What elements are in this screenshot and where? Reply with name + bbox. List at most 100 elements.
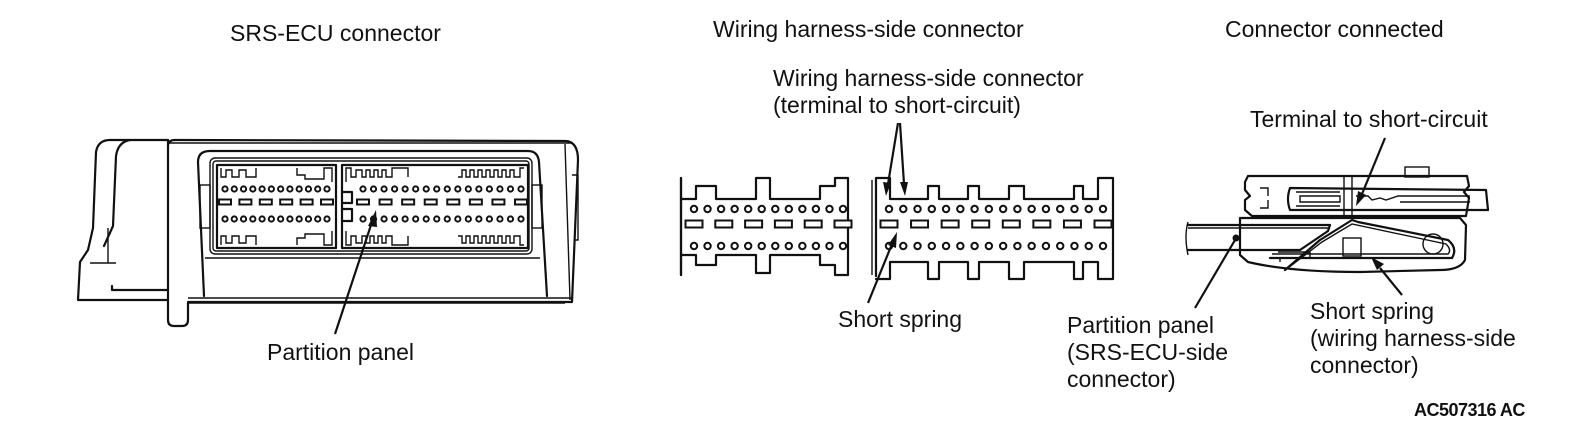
- flat-terminal: [238, 198, 253, 206]
- flat-terminal: [744, 219, 764, 229]
- short-spring-label: Short spring: [838, 306, 963, 332]
- round-pin-top: [295, 185, 303, 193]
- flat-terminal: [773, 219, 793, 229]
- round-pin-top: [838, 204, 848, 214]
- round-pin-top: [433, 185, 441, 193]
- round-pin-top: [998, 204, 1008, 214]
- ecu-partition-panel: [340, 190, 354, 223]
- round-pin-bottom: [1041, 241, 1051, 251]
- round-pin-bottom: [689, 241, 699, 251]
- round-pin-bottom: [998, 241, 1008, 251]
- round-pin-top: [798, 204, 807, 214]
- round-pin-top: [401, 185, 409, 193]
- round-pin-bottom: [391, 215, 399, 223]
- round-pin-top: [1027, 204, 1036, 214]
- round-pin-bottom: [267, 215, 275, 223]
- round-pin-top: [286, 185, 294, 193]
- round-pin-top: [249, 185, 257, 193]
- harness-right-connector: [871, 176, 1115, 281]
- srs-ecu-connector-title: SRS-ECU connector: [230, 20, 441, 46]
- round-pin-bottom: [443, 215, 451, 223]
- round-pin-bottom: [380, 215, 388, 223]
- ecu-housing-outline: [76, 138, 170, 302]
- round-pin-bottom: [295, 215, 303, 223]
- flat-terminal: [803, 219, 823, 229]
- flat-terminal: [356, 198, 370, 206]
- round-pin-top: [970, 204, 979, 214]
- round-pin-bottom: [221, 215, 229, 223]
- round-pin-top: [1098, 204, 1108, 214]
- partition-panel-ecu-side-arrow: [1194, 239, 1236, 309]
- round-pin-bottom: [454, 215, 462, 223]
- round-pin-bottom: [1027, 241, 1036, 251]
- round-pin-top: [757, 204, 766, 214]
- round-pin-top: [730, 204, 739, 214]
- round-pin-top: [323, 185, 331, 193]
- round-pin-bottom: [314, 215, 322, 223]
- round-pin-top: [1056, 204, 1065, 214]
- round-pin-bottom: [730, 241, 739, 251]
- round-pin-bottom: [757, 241, 766, 251]
- flat-terminal: [423, 198, 438, 206]
- short-spring-harness-side-arrow: [1371, 257, 1403, 296]
- round-pin-top: [380, 185, 388, 193]
- round-pin-bottom: [506, 215, 515, 223]
- flat-terminal: [514, 198, 528, 206]
- terminal-to-short-circuit-label: Terminal to short-circuit: [1250, 106, 1488, 132]
- round-pin-top: [506, 185, 515, 193]
- flat-terminal: [684, 219, 704, 229]
- flat-terminal: [491, 198, 506, 206]
- round-pin-bottom: [1084, 241, 1093, 251]
- round-pin-bottom: [798, 241, 807, 251]
- round-pin-top: [475, 185, 483, 193]
- round-pin-top: [464, 185, 472, 193]
- flat-terminal: [446, 198, 461, 206]
- round-pin-top: [941, 204, 951, 214]
- flat-terminal: [378, 198, 393, 206]
- round-pin-top: [703, 204, 712, 214]
- srs-ecu-unit: [76, 138, 580, 328]
- round-pin-bottom: [1070, 241, 1079, 251]
- round-pin-top: [517, 185, 525, 193]
- partition-panel-label: Partition panel: [267, 339, 415, 365]
- ecu-right-pins: [356, 185, 528, 223]
- round-pin-top: [485, 185, 493, 193]
- connected-upper-housing: [1243, 174, 1471, 218]
- flat-terminal: [1032, 219, 1052, 229]
- flat-terminal: [833, 219, 853, 229]
- harness-side-connector-title: Wiring harness-side connector: [713, 16, 1024, 42]
- round-pin-bottom: [239, 215, 248, 223]
- round-pin-top: [899, 204, 908, 214]
- round-pin-bottom: [230, 215, 238, 223]
- round-pin-bottom: [496, 215, 504, 223]
- round-pin-top: [784, 204, 794, 214]
- round-pin-bottom: [464, 215, 472, 223]
- round-pin-bottom: [485, 215, 493, 223]
- ecu-left-pins: [218, 185, 334, 223]
- round-pin-bottom: [703, 241, 712, 251]
- round-pin-top: [239, 185, 248, 193]
- flat-terminal: [218, 198, 232, 206]
- flat-terminal: [468, 198, 483, 206]
- ecu-front-face: [196, 149, 549, 298]
- round-pin-bottom: [401, 215, 409, 223]
- round-pin-top: [369, 185, 378, 193]
- connected-lower-housing: [1238, 216, 1468, 274]
- connected-partition-panel: [1186, 223, 1332, 252]
- round-pin-top: [1084, 204, 1093, 214]
- round-pin-bottom: [249, 215, 257, 223]
- round-pin-bottom: [716, 241, 726, 251]
- round-pin-top: [454, 185, 462, 193]
- harness-terminal-arrows: [883, 122, 908, 196]
- connected-terminal: [1286, 186, 1490, 212]
- flat-terminal: [1001, 219, 1021, 229]
- flat-terminal: [1093, 219, 1113, 229]
- round-pin-top: [716, 204, 726, 214]
- round-pin-bottom: [927, 241, 936, 251]
- round-pin-top: [743, 204, 753, 214]
- flat-terminal: [279, 198, 294, 206]
- round-pin-bottom: [475, 215, 483, 223]
- flat-terminal: [1062, 219, 1082, 229]
- connected-section: [1185, 166, 1490, 274]
